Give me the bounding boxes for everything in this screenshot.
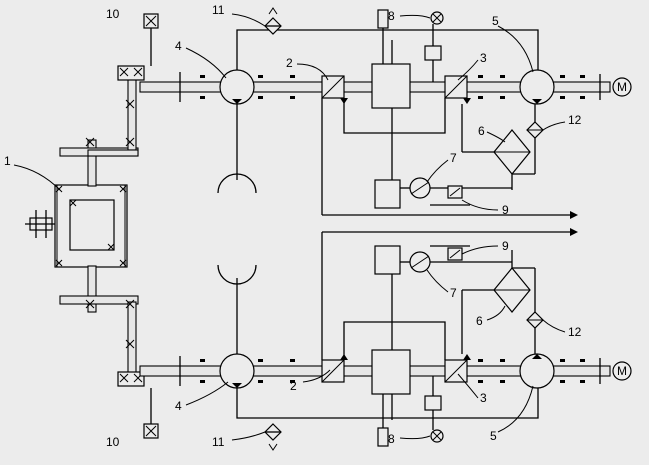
label-5-upper: 5 — [492, 14, 499, 28]
label-2-upper: 2 — [286, 56, 293, 70]
pump-4-lower — [219, 353, 255, 389]
label-11-upper: 11 — [212, 3, 225, 17]
lower-branch-shafts — [59, 265, 145, 387]
tank-lower — [374, 245, 401, 275]
lower-loop: M — [139, 228, 632, 451]
label-11-lower: 11 — [212, 435, 225, 449]
label-4-upper: 4 — [175, 39, 182, 53]
label-6-upper: 6 — [478, 124, 485, 138]
central-gearbox — [25, 184, 128, 268]
label-10-lower: 10 — [106, 435, 120, 449]
label-6-lower: 6 — [476, 314, 483, 328]
control-block-lower — [371, 349, 411, 395]
label-2-lower: 2 — [290, 379, 297, 393]
label-8-lower: 8 — [388, 432, 395, 446]
shaft-dash-marks-upper — [200, 75, 585, 99]
label-7-lower: 7 — [450, 286, 457, 300]
label-10-upper: 10 — [106, 7, 120, 21]
label-9-upper: 9 — [502, 203, 509, 217]
label-3-lower: 3 — [480, 391, 487, 405]
pump-5-upper — [519, 69, 555, 105]
upper-branch-shafts — [59, 65, 145, 187]
label-3-upper: 3 — [480, 51, 487, 65]
component-8-upper-a — [377, 9, 389, 29]
label-7-upper: 7 — [450, 151, 457, 165]
svg-text:M: M — [617, 364, 627, 378]
motor-upper — [612, 77, 632, 97]
label-9-lower: 9 — [502, 239, 509, 253]
component-8-lower-a — [377, 427, 389, 447]
pump-4-upper — [219, 69, 255, 105]
leader-lines — [13, 13, 566, 441]
label-1: 1 — [4, 154, 11, 168]
motor-lower — [612, 361, 632, 381]
upper-loop: M — [139, 7, 632, 219]
pump-5-lower — [519, 353, 555, 389]
label-5-lower: 5 — [490, 429, 497, 443]
control-block-upper — [371, 63, 411, 109]
shaft-dash-marks-lower — [200, 359, 585, 383]
component-labels: 1 2 2 3 3 4 4 5 5 6 6 7 7 8 8 9 9 10 10 … — [4, 3, 582, 449]
label-12-upper: 12 — [568, 113, 582, 127]
label-8-upper: 8 — [388, 9, 395, 23]
tank-upper — [374, 179, 401, 209]
label-12-lower: 12 — [568, 325, 582, 339]
svg-text:M: M — [617, 80, 627, 94]
label-4-lower: 4 — [175, 399, 182, 413]
